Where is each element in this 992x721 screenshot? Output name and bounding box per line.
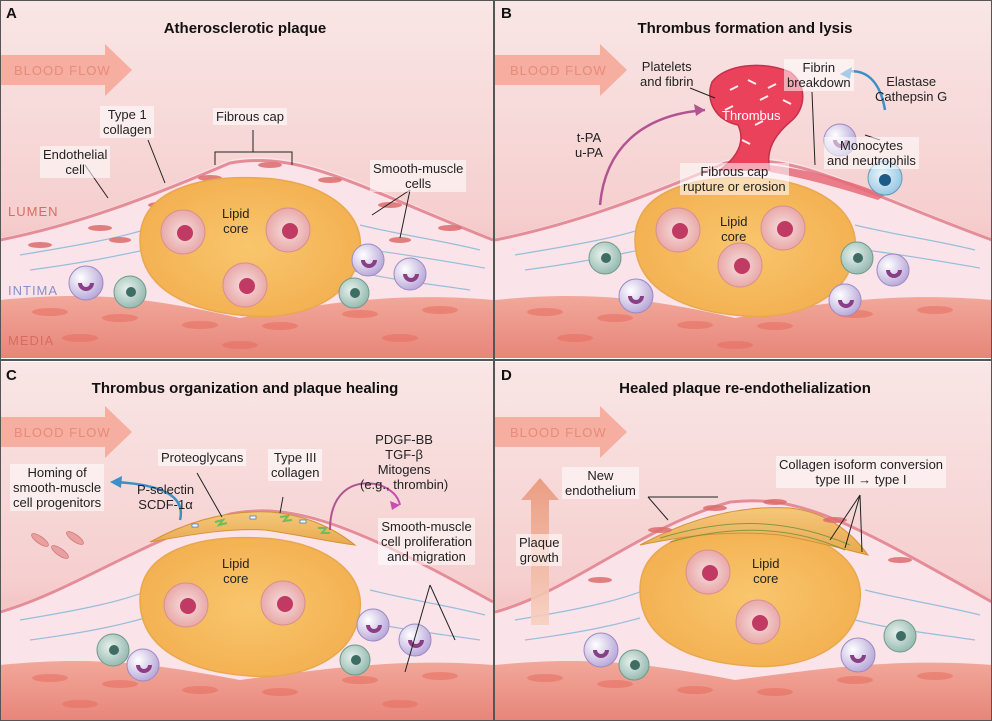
panel-c-letter: C (6, 367, 17, 384)
proteoglycans-label: Proteoglycans (158, 449, 247, 466)
panel-b-art (495, 0, 992, 358)
panel-d-letter: D (501, 367, 512, 384)
panel-a-letter: A (6, 5, 17, 22)
lumen-label: LUMEN (8, 204, 59, 219)
thrombus-label: Thrombus (722, 108, 781, 123)
blood-flow-label-d: BLOOD FLOW (510, 425, 607, 440)
fibrous-cap-label: Fibrous cap (213, 108, 287, 125)
panel-b-title: Thrombus formation and lysis (637, 20, 853, 37)
media-label: MEDIA (8, 333, 55, 348)
panel-d-title: Healed plaque re-endothelialization (619, 380, 871, 397)
blood-flow-label-b: BLOOD FLOW (510, 63, 607, 78)
blood-flow-label-a: BLOOD FLOW (14, 63, 111, 78)
panel-c-title: Thrombus organization and plaque healing (91, 380, 399, 397)
intima-label: INTIMA (8, 283, 59, 298)
panel-d-art (495, 362, 992, 721)
blood-flow-label-c: BLOOD FLOW (14, 425, 111, 440)
panel-a-title: Atherosclerotic plaque (163, 20, 327, 37)
panel-b-letter: B (501, 5, 512, 22)
